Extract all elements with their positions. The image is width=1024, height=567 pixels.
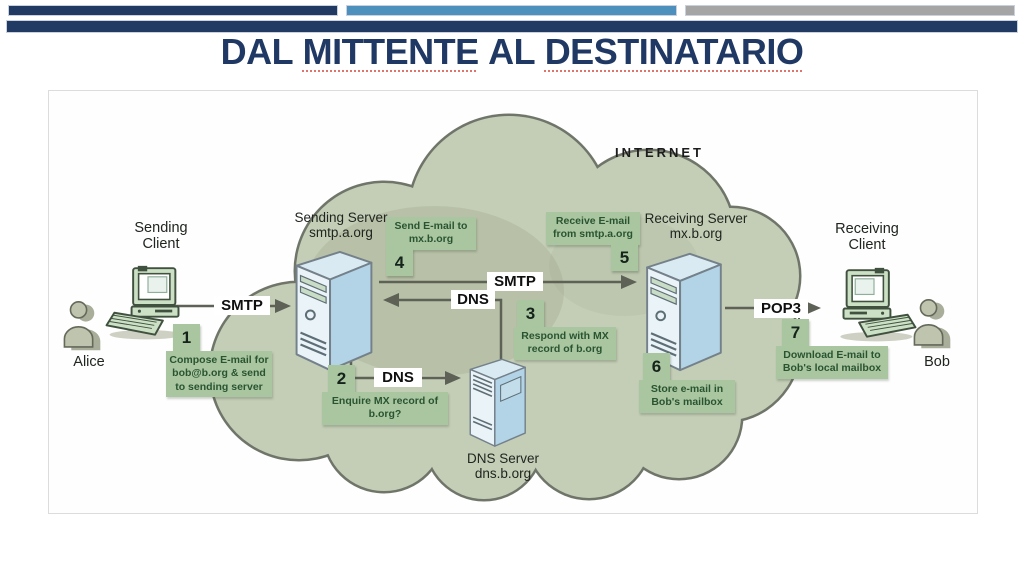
- receiving-server-icon: [646, 252, 722, 372]
- receiving-client-label: Receiving Client: [835, 221, 899, 254]
- sending-server-name: Sending Server: [294, 210, 388, 225]
- dns-server-icon: [469, 358, 526, 447]
- accent-bar-navy: [8, 5, 338, 16]
- sending-client-label: Sending Client: [134, 220, 188, 253]
- slide-title: DAL MITTENTE AL DESTINATARIO: [0, 31, 1024, 73]
- alice-label: Alice: [73, 354, 105, 370]
- step-7-number: 7: [782, 319, 809, 346]
- bob-label: Bob: [924, 354, 950, 370]
- sending-server-host: smtp.a.org: [309, 225, 373, 241]
- title-word: DESTINATARIO: [544, 31, 804, 72]
- title-word: AL: [488, 31, 536, 72]
- step-4-number: 4: [386, 249, 413, 276]
- protocol-label-smtp-client: SMTP: [214, 296, 270, 315]
- sending-client-computer-icon: [105, 263, 191, 343]
- accent-bar-blue: [346, 5, 677, 16]
- step-7-text: Download E-mail to Bob's local mailbox: [776, 346, 888, 379]
- title-word: DAL: [220, 31, 294, 72]
- receiving-client-computer-icon: [831, 265, 917, 345]
- step-2-text: Enquire MX record of b.org?: [322, 392, 448, 425]
- protocol-label-pop3: POP3: [754, 299, 808, 318]
- internet-label: INTERNET: [615, 145, 704, 160]
- step-5-text: Receive E-mail from smtp.a.org: [546, 212, 640, 245]
- dns-server-name: DNS Server: [466, 451, 539, 466]
- step-5-number: 5: [611, 244, 638, 271]
- receiving-server-label: Receiving Server mx.b.org: [637, 211, 755, 241]
- person-alice-icon: [63, 301, 101, 351]
- email-flow-diagram: INTERNET: [48, 90, 978, 514]
- protocol-label-smtp-server: SMTP: [487, 272, 543, 291]
- step-1-number: 1: [173, 324, 200, 351]
- receiving-server-host: mx.b.org: [669, 226, 723, 242]
- protocol-label-dns-response: DNS: [451, 290, 495, 309]
- person-bob-icon: [913, 299, 951, 349]
- step-2-number: 2: [328, 365, 355, 392]
- dns-server-host: dns.b.org: [474, 466, 532, 482]
- sending-server-label: Sending Server smtp.a.org: [281, 210, 401, 240]
- accent-bar-bottom: [6, 20, 1018, 33]
- step-6-text: Store e-mail in Bob's mailbox: [639, 380, 735, 413]
- step-3-number: 3: [517, 300, 544, 327]
- receiving-server-name: Receiving Server: [644, 211, 748, 226]
- step-3-text: Respond with MX record of b.org: [514, 327, 616, 360]
- step-4-text: Send E-mail to mx.b.org: [386, 217, 476, 250]
- title-word: MITTENTE: [302, 31, 479, 72]
- step-1-text: Compose E-mail for bob@b.org & send to s…: [166, 351, 272, 398]
- sending-server-icon: [295, 250, 373, 372]
- dns-server-label: DNS Server dns.b.org: [443, 451, 563, 481]
- step-6-number: 6: [643, 353, 670, 380]
- accent-bar-gray: [685, 5, 1015, 16]
- protocol-label-dns-query: DNS: [374, 368, 422, 387]
